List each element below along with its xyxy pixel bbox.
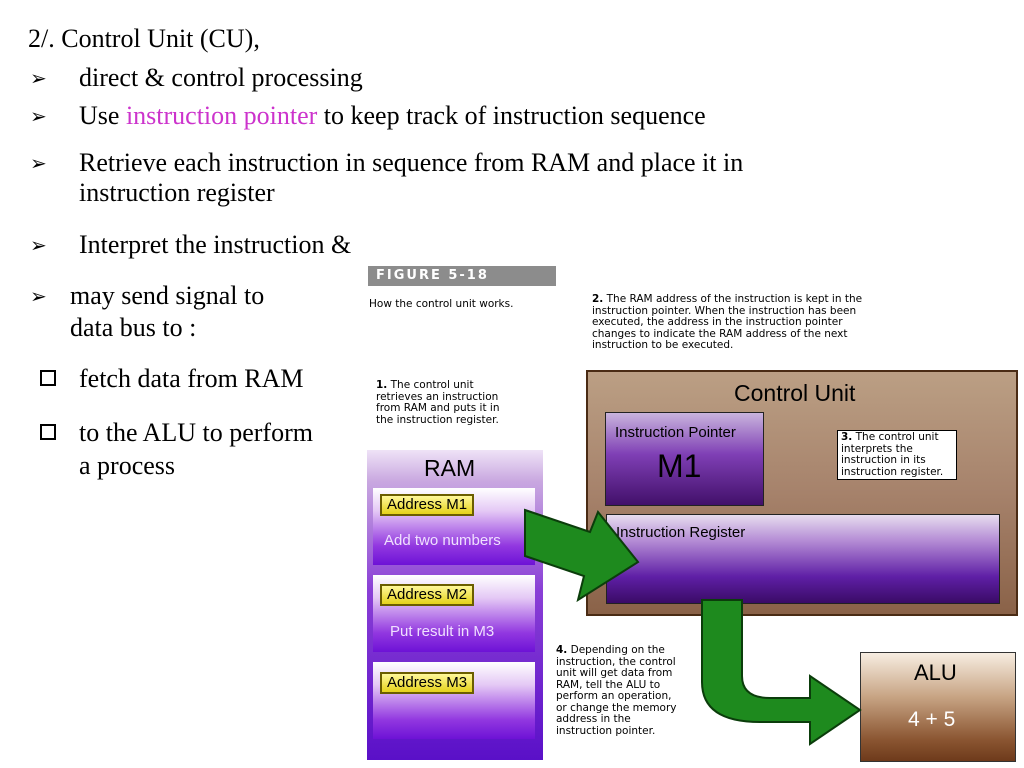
ram-address-m2: Address M2	[380, 584, 475, 606]
register-to-alu-arrow	[701, 599, 862, 746]
figure-caption: How the control unit works.	[369, 298, 514, 310]
checkbox-bullet-icon	[40, 370, 56, 386]
arrow-bullet-icon: ➢	[30, 151, 47, 175]
ram-address-m3: Address M3	[380, 672, 475, 694]
note-text: The RAM address of the instruction is ke…	[592, 293, 863, 351]
ram-to-register-arrow	[524, 508, 640, 603]
note-number: 2.	[592, 293, 604, 305]
ram-address-m1: Address M1	[380, 494, 475, 516]
ram-title: RAM	[424, 455, 476, 481]
bullet-text: Use	[79, 101, 126, 130]
instruction-pointer-label: Instruction Pointer	[615, 424, 736, 441]
note-text: The control unit interprets the instruct…	[841, 431, 944, 478]
subbullet-alu-line1: to the ALU to perform	[79, 418, 313, 447]
note-number: 1.	[376, 379, 388, 391]
control-unit-title: Control Unit	[734, 380, 856, 406]
instruction-register-box	[606, 514, 1000, 604]
highlighted-term: instruction pointer	[125, 101, 318, 130]
arrow-bullet-icon: ➢	[30, 104, 47, 128]
bullet-text: to keep track of instruction sequence	[317, 101, 706, 130]
alu-expression: 4 + 5	[908, 708, 956, 731]
ram-content-m1: Add two numbers	[384, 532, 501, 549]
note-text: Depending on the instruction, the contro…	[556, 644, 677, 737]
checkbox-bullet-icon	[40, 424, 56, 440]
figure-label: FIGURE 5-18	[368, 266, 556, 286]
arrow-bullet-icon: ➢	[30, 284, 47, 308]
bullet-interpret: Interpret the instruction &	[79, 230, 352, 259]
bullet-direct-control: direct & control processing	[79, 63, 363, 92]
alu-title: ALU	[914, 660, 957, 685]
slide-heading: 2/. Control Unit (CU),	[28, 24, 260, 53]
arrow-bullet-icon: ➢	[30, 66, 47, 90]
note-3: 3. The control unit interprets the instr…	[837, 430, 957, 480]
subbullet-fetch: fetch data from RAM	[79, 364, 304, 393]
note-number: 4.	[556, 644, 568, 656]
note-number: 3.	[841, 431, 853, 443]
arrow-bullet-icon: ➢	[30, 233, 47, 257]
instruction-pointer-box	[605, 412, 764, 506]
note-1: 1. The control unit retrieves an instruc…	[376, 379, 516, 426]
instruction-register-label: Instruction Register	[616, 524, 746, 541]
bullet-retrieve-line1: Retrieve each instruction in sequence fr…	[79, 148, 744, 177]
note-4: 4. Depending on the instruction, the con…	[556, 644, 681, 737]
note-2: 2. The RAM address of the instruction is…	[592, 293, 877, 352]
ram-content-m2: Put result in M3	[390, 623, 495, 640]
note-text: The control unit retrieves an instructio…	[376, 379, 500, 426]
bullet-signal-line2: data bus to :	[70, 313, 197, 342]
bullet-signal-line1: may send signal to	[70, 281, 265, 310]
bullet-retrieve-line2: instruction register	[79, 178, 275, 207]
subbullet-alu-line2: a process	[79, 451, 176, 480]
instruction-pointer-value: M1	[657, 448, 702, 484]
alu-box	[860, 652, 1016, 762]
bullet-instruction-pointer: Use instruction pointer to keep track of…	[79, 101, 706, 131]
